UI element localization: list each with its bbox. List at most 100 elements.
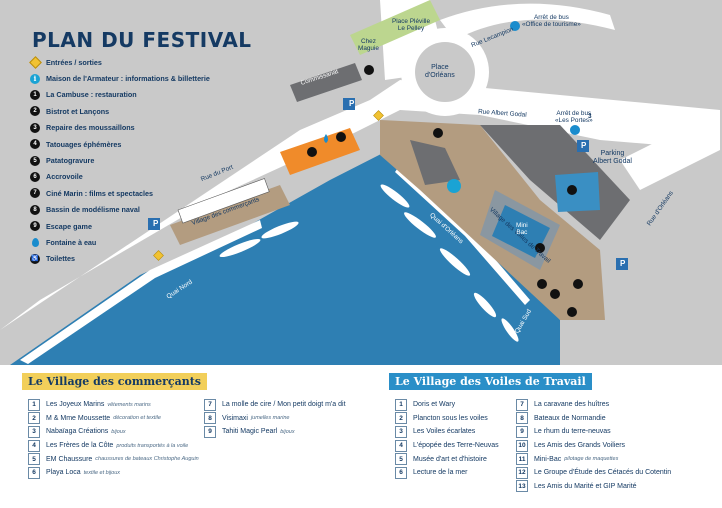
boat bbox=[473, 292, 497, 318]
stand-name: Musée d'art et d'histoire bbox=[413, 455, 487, 463]
legend-symbol: 2 bbox=[30, 106, 40, 117]
stand-number: 12 bbox=[516, 466, 528, 479]
water-drop-icon bbox=[31, 237, 39, 247]
legend-label: La Cambuse : restauration bbox=[46, 90, 137, 100]
legend-symbol: 1 bbox=[30, 89, 40, 100]
stand-description: bijoux bbox=[111, 428, 126, 435]
number-marker-icon: 4 bbox=[30, 139, 40, 150]
stand-number: 9 bbox=[516, 425, 528, 438]
bus-icon bbox=[510, 21, 520, 31]
legend-label: Fontaine à eau bbox=[46, 237, 97, 247]
legend-item: i Maison de l'Armateur : informations & b… bbox=[30, 70, 220, 86]
parking-signs bbox=[148, 98, 628, 270]
stand-number: 6 bbox=[28, 466, 40, 479]
mini-bac-label: Mini Bac bbox=[516, 222, 528, 237]
number-marker-icon: 8 bbox=[30, 204, 40, 215]
main-road bbox=[0, 80, 720, 330]
escape-game-building bbox=[555, 172, 600, 212]
village-commercants-area bbox=[170, 185, 290, 245]
stand-description: chaussures de bateaux Christophe Auguin bbox=[95, 456, 199, 463]
stand-name: Le Groupe d'Étude des Cétacés du Cotenti… bbox=[534, 469, 672, 477]
bus-line-number: 3 bbox=[588, 113, 592, 120]
legend-symbol: i bbox=[30, 73, 40, 84]
place-orleans-label: Place d'Orléans bbox=[425, 64, 455, 79]
stand-description: jumelles marine bbox=[250, 415, 290, 422]
page-title: PLAN DU FESTIVAL bbox=[32, 28, 252, 52]
legend-label: Repaire des moussaillons bbox=[46, 123, 135, 133]
stand-number: 2 bbox=[28, 412, 40, 425]
stand-number: 6 bbox=[395, 466, 407, 479]
entrance-diamond-icon bbox=[153, 250, 164, 261]
parking-label: Parking Albert Godal bbox=[593, 150, 632, 165]
marker-9 bbox=[567, 185, 577, 195]
legend-symbol bbox=[28, 55, 42, 69]
stand-number: 3 bbox=[395, 425, 407, 438]
commissariat-building bbox=[290, 63, 362, 102]
legend-label: Entrées / sorties bbox=[46, 57, 102, 67]
stand-name: L'épopée des Terre-Neuvas bbox=[413, 442, 499, 450]
place-orleans-island bbox=[415, 42, 475, 102]
number-marker-icon: 6 bbox=[30, 171, 40, 182]
number-marker-icon: 7 bbox=[30, 188, 40, 199]
marker-1 bbox=[307, 147, 317, 157]
legend-symbol: 6 bbox=[30, 171, 40, 182]
legend-symbol: 4 bbox=[30, 139, 40, 150]
legend-label: Escape game bbox=[46, 221, 92, 231]
stand-name: Tahiti Magic Pearl bbox=[222, 428, 278, 436]
stand-number: 9 bbox=[204, 425, 216, 438]
stand-number: 1 bbox=[28, 398, 40, 411]
legend-label: Bassin de modélisme naval bbox=[46, 205, 140, 215]
parking-sign-icon bbox=[343, 98, 355, 110]
legend-symbol: 3 bbox=[30, 122, 40, 133]
marker-8 bbox=[535, 243, 545, 253]
map-legend: Entrées / sorties i Maison de l'Armateur :… bbox=[28, 54, 220, 267]
stand-name: La molle de cire / Mon petit doigt m'a d… bbox=[222, 401, 346, 409]
stand-description: pilotage de maquettes bbox=[564, 456, 619, 463]
stand-description: bijoux bbox=[280, 428, 295, 435]
stand-name: M & Mme Moussette bbox=[46, 414, 111, 422]
stand-name: Le rhum du terre-neuvas bbox=[534, 428, 611, 436]
place-pleville-park bbox=[350, 0, 440, 55]
stand-number: 7 bbox=[516, 398, 528, 411]
stand-number: 1 bbox=[395, 398, 407, 411]
number-marker-icon: 5 bbox=[30, 155, 40, 166]
legend-label: Maison de l'Armateur : informations & bi… bbox=[46, 74, 210, 84]
legend-label: Accrovoile bbox=[46, 172, 83, 182]
stand-description: produits transportés à la voile bbox=[116, 442, 189, 449]
legend-label: Ciné Marin : films et spectacles bbox=[46, 188, 154, 198]
toilets-icon: ♿ bbox=[30, 253, 40, 264]
info-icon: i bbox=[30, 73, 40, 84]
stand-number: 4 bbox=[28, 439, 40, 452]
stand-name: Doris et Wary bbox=[413, 401, 456, 409]
stand-number: 5 bbox=[28, 453, 40, 466]
legend-symbol: 7 bbox=[30, 188, 40, 199]
stand-number: 11 bbox=[516, 453, 528, 466]
stall-strip bbox=[177, 178, 270, 224]
parking-sign-label: P bbox=[349, 99, 355, 108]
legend-item: 7 Ciné Marin : films et spectacles bbox=[30, 185, 220, 201]
parking-sign-label: P bbox=[581, 141, 587, 150]
parking-sign-label: P bbox=[620, 259, 626, 268]
stand-name: Les Frères de la Côte bbox=[46, 442, 114, 450]
legend-symbol: 5 bbox=[30, 155, 40, 166]
boat bbox=[404, 212, 436, 238]
legend-label: Tatouages éphémères bbox=[46, 139, 122, 149]
entrance-diamond-icon bbox=[373, 110, 384, 121]
stand-number: 13 bbox=[516, 480, 528, 493]
